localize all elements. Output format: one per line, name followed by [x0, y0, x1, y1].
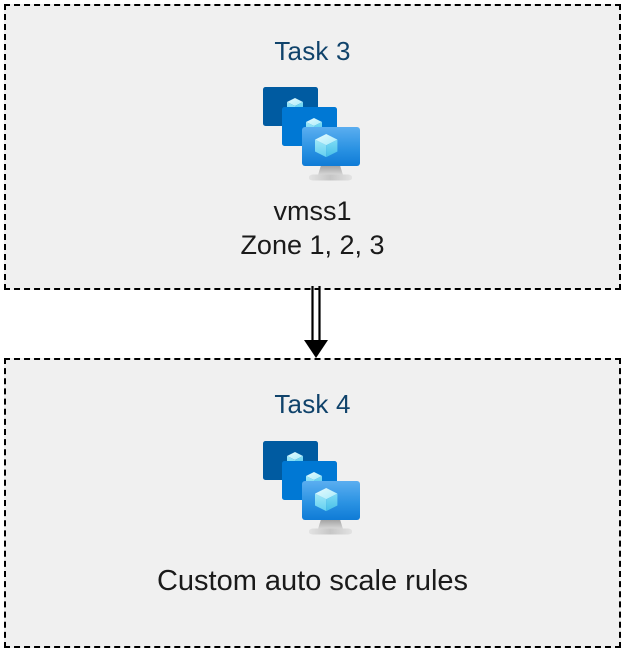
task4-caption-line1: Custom auto scale rules [156, 565, 469, 597]
task4-caption: Custom auto scale rules [157, 564, 468, 598]
task3-title: Task 3 [274, 36, 351, 66]
task4-title: Task 4 [274, 389, 351, 419]
connector-arrow-task3-to-task4 [304, 286, 328, 358]
task3-content: Task 3 [6, 6, 619, 288]
task-box-task4: Task 4 [4, 358, 621, 648]
task3-caption: vmss1 Zone 1, 2, 3 [240, 194, 384, 262]
task3-caption-line1: vmss1 [273, 196, 352, 226]
task4-content: Task 4 [6, 360, 619, 646]
azure-vm-scale-set-icon [262, 87, 360, 181]
azure-vm-scale-set-icon [262, 441, 360, 535]
monitor-front-shape [301, 481, 360, 520]
task3-caption-line2: Zone 1, 2, 3 [240, 230, 385, 260]
monitor-front-shape [301, 127, 360, 166]
task-box-task3: Task 3 [4, 4, 621, 290]
